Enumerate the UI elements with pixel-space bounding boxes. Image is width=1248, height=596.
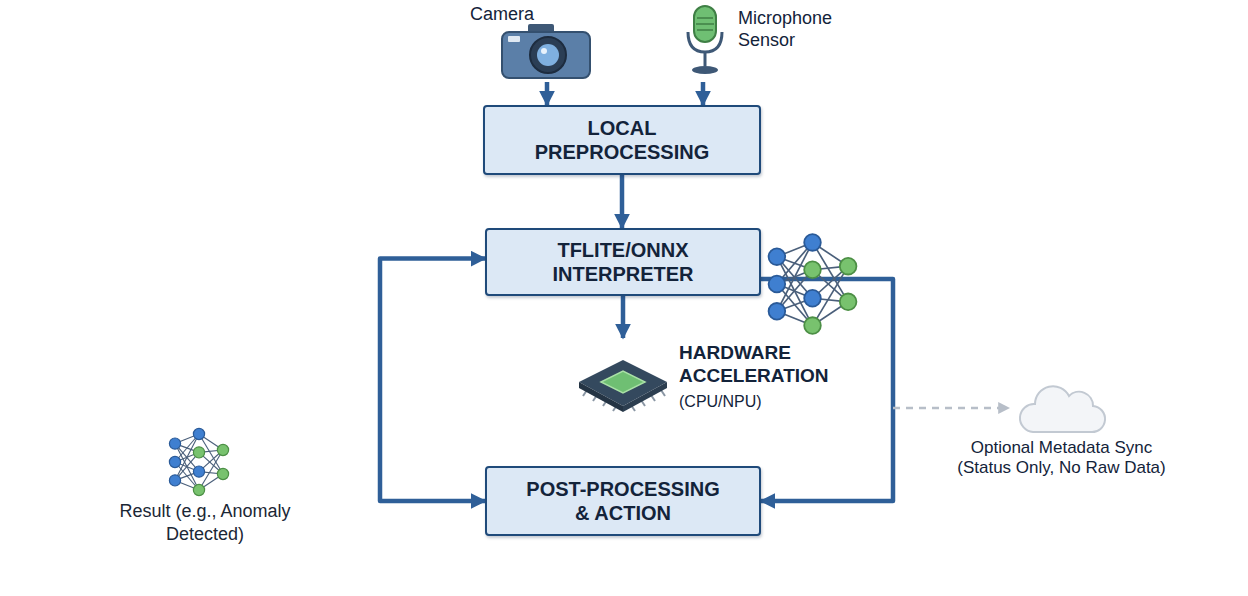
icon-label: (CPU/NPU) xyxy=(679,392,849,411)
result-label: Result (e.g., Anomaly Detected) xyxy=(95,500,315,545)
icon-label: Camera xyxy=(470,4,610,26)
icon-label: HARDWARE ACCELERATION xyxy=(679,342,849,388)
sensor-node: Camera xyxy=(470,4,610,82)
chip-icon xyxy=(579,360,667,412)
flow-arrow xyxy=(621,296,626,338)
sync-arrow xyxy=(761,279,1009,408)
flow-arrow xyxy=(380,259,485,501)
cloud-node: Optional Metadata Sync (Status Only, No … xyxy=(949,378,1174,479)
neural-net-icon xyxy=(769,234,857,334)
process-box: TFLITE/ONNX INTERPRETER xyxy=(485,228,761,296)
neural-net-icon xyxy=(169,428,228,495)
camera-icon xyxy=(502,24,590,78)
flow-arrow xyxy=(620,175,625,228)
flow-arrow xyxy=(545,82,550,105)
flow-arrow xyxy=(701,82,706,105)
sensor-node: Microphone Sensor xyxy=(680,2,880,82)
hardware-node: HARDWARE ACCELERATION (CPU/NPU) xyxy=(573,338,863,420)
process-box: LOCAL PREPROCESSING xyxy=(483,105,761,175)
icon-label: Optional Metadata Sync (Status Only, No … xyxy=(949,438,1174,479)
icon-label: Microphone Sensor xyxy=(738,8,853,51)
box-label: TFLITE/ONNX INTERPRETER xyxy=(522,238,724,286)
microphone-icon xyxy=(688,6,722,74)
cloud-icon xyxy=(1020,386,1105,432)
box-label: POST-PROCESSING & ACTION xyxy=(522,477,724,525)
process-box: POST-PROCESSING & ACTION xyxy=(485,466,761,536)
flow-arrow xyxy=(761,279,893,501)
box-label: LOCAL PREPROCESSING xyxy=(520,116,724,164)
